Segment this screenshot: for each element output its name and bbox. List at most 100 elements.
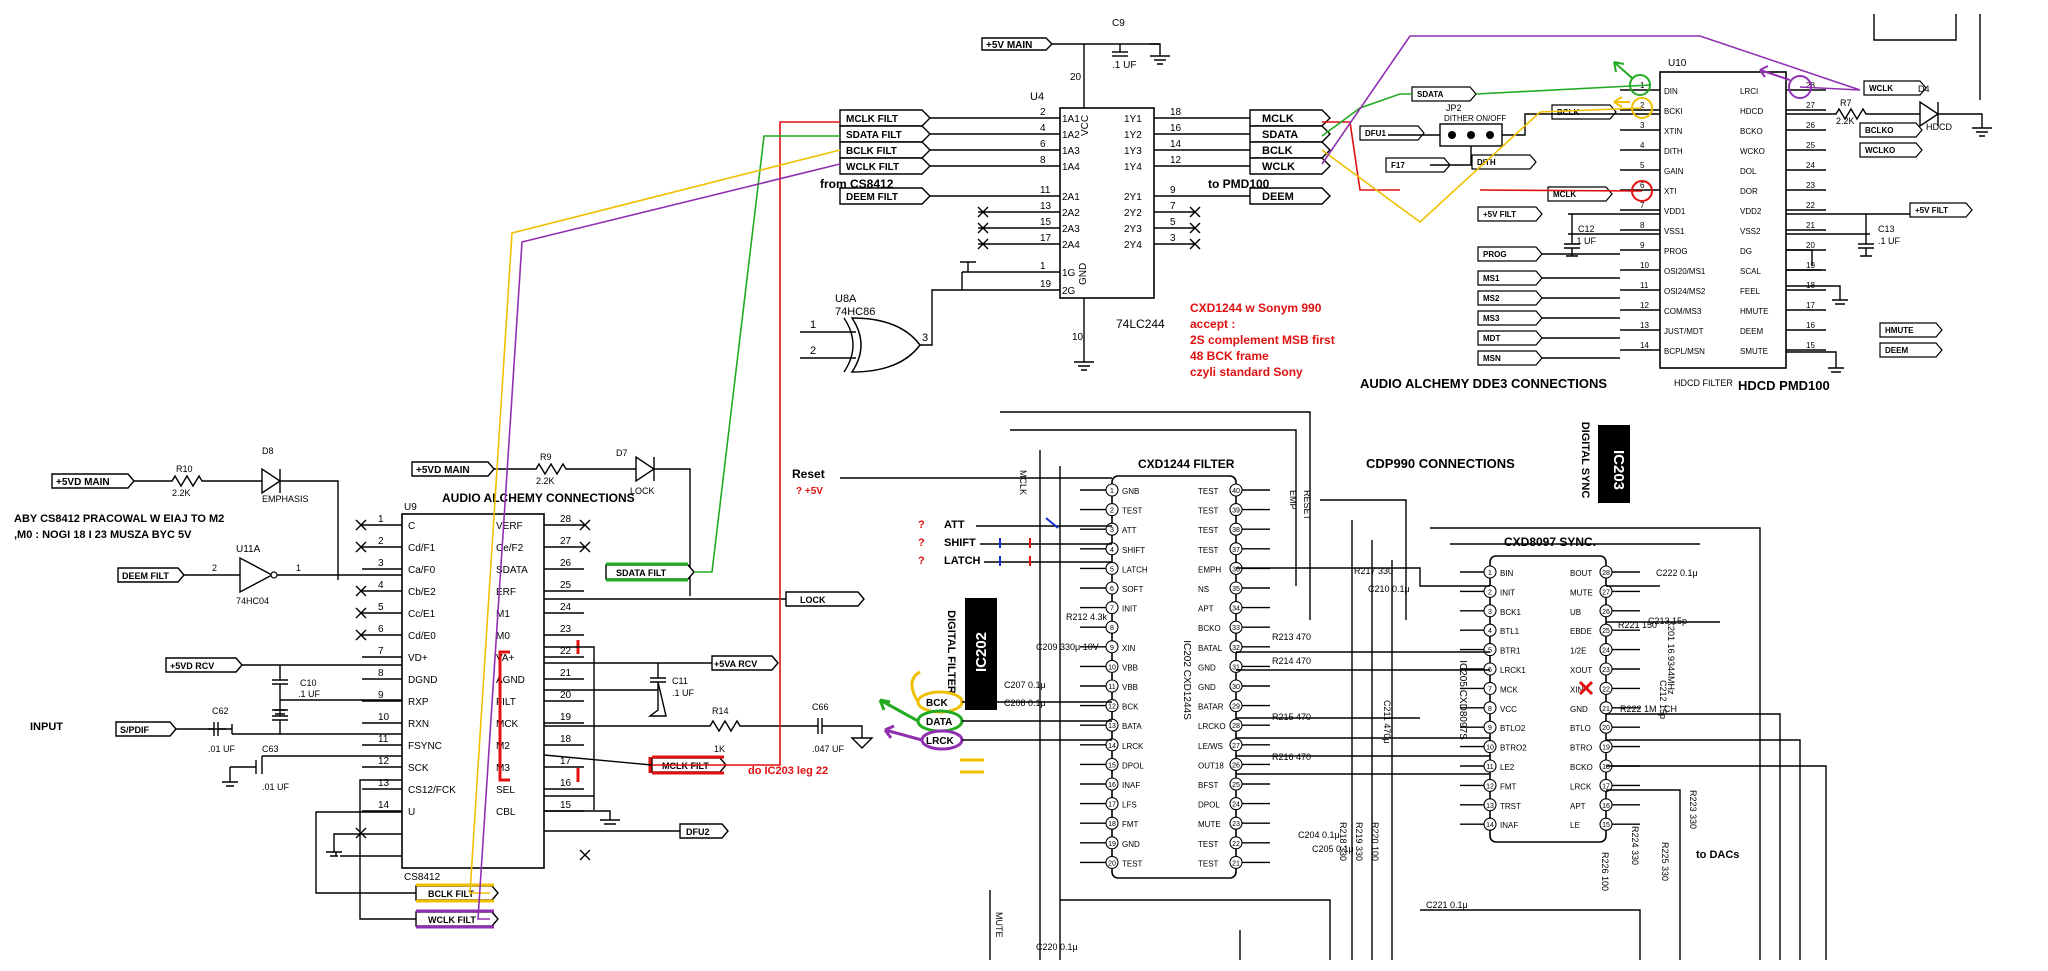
shift-label: SHIFT — [944, 537, 976, 549]
cxd8097-pin-name-right: APT — [1570, 802, 1586, 811]
cdp-part-label: R213 470 — [1272, 632, 1311, 642]
u4-pin-name-left: 2A1 — [1062, 192, 1080, 203]
cs8412-pin-num-left: 6 — [378, 624, 384, 635]
pmd100-pin-name-right: VDD2 — [1740, 207, 1762, 216]
pmd100-pin-num-right: 26 — [1806, 121, 1815, 130]
d8-ref: D8 — [262, 446, 274, 456]
cdp-part-label: C212 15p — [1658, 680, 1668, 719]
cs8412-pin-name-left: Cd/E0 — [408, 631, 436, 642]
u8a-pin2: 2 — [810, 345, 816, 357]
cxd1244-pin-name-left: VBB — [1122, 683, 1138, 692]
cxd1244-pin-name-right: BCKO — [1198, 624, 1221, 633]
cxd8097-pin-name-right: BTLO — [1570, 724, 1591, 733]
u4-pin-name-right: 1Y3 — [1124, 146, 1142, 157]
u4-gnd-pin: 10 — [1072, 332, 1084, 343]
cdp-part-label: R223 330 — [1688, 790, 1698, 829]
pmd100-pin-name-left: XTIN — [1664, 127, 1682, 136]
r7-ref: R7 — [1840, 98, 1852, 108]
cxd1244-pin-name-left: SHIFT — [1122, 546, 1145, 555]
pmd100-pin-name-left: BCPL/MSN — [1664, 347, 1705, 356]
ic202-badge — [965, 598, 997, 710]
pmd100-pin-name-right: LRCI — [1740, 87, 1758, 96]
c66-ref: C66 — [812, 702, 829, 712]
data-label: DATA — [926, 717, 952, 728]
u8a-xor-gate: U8A 74HC86 1 2 3 — [800, 272, 963, 373]
u4-pin-num-left: 4 — [1040, 123, 1046, 134]
cs8412-pin-num-left: 3 — [378, 558, 384, 569]
u4-out-tag: SDATA — [1262, 129, 1298, 141]
cxd1244-pin-num-right: 25 — [1232, 782, 1240, 789]
cxd8097-pin-name-right: EBDE — [1570, 627, 1592, 636]
ic203-desc: DIGITAL SYNC — [1579, 422, 1591, 499]
cdp-part-label: R224 330 — [1630, 826, 1640, 865]
cs8412-pin-name-right: M0 — [496, 631, 510, 642]
u11a-part: 74HC04 — [236, 596, 269, 606]
cxd8097-pin-num-right: 16 — [1602, 803, 1610, 810]
pmd100-pin-num-left: 14 — [1640, 341, 1649, 350]
cxd1244-pin-num-right: 35 — [1232, 586, 1240, 593]
cxd1244-pin-name-right: TEST — [1198, 840, 1219, 849]
pmd100-pin-name-right: HDCD — [1740, 107, 1763, 116]
cxd1244-pin-num-left: 14 — [1108, 743, 1116, 750]
cxd1244-pin-name-right: DPOL — [1198, 801, 1220, 810]
pmd-right-tag: HMUTE — [1885, 326, 1914, 335]
pmd100-pin-num-left: 10 — [1640, 261, 1649, 270]
cxd1244-pin-num-right: 22 — [1232, 841, 1240, 848]
pmd100-pin-name-right: SCAL — [1740, 267, 1761, 276]
jp2-ref: JP2 — [1446, 103, 1462, 113]
c62-ref: C62 — [212, 706, 229, 716]
tag-5vd-main-2: +5VD MAIN — [416, 465, 470, 476]
r14-val: 1K — [714, 744, 725, 754]
u4-pin-num-right: 18 — [1170, 107, 1182, 118]
cxd1244-pin-name-left: TEST — [1122, 507, 1143, 516]
cs8412-pin-name-right: VA+ — [496, 653, 515, 664]
pmd-left-tag: MS3 — [1483, 314, 1500, 323]
note-line-2: accept : — [1190, 317, 1235, 331]
cxd1244-pin-num-left: 12 — [1108, 704, 1116, 711]
cxd1244-pin-name-left: INIT — [1122, 605, 1137, 614]
u4-vcc-label: VCC — [1080, 115, 1091, 136]
cxd1244-pin-num-left: 2 — [1110, 508, 1114, 515]
pmd100-block: U10 HDCD FILTER HDCD PMD100 AUDIO ALCHEM… — [1360, 58, 1830, 393]
pmd100-pin-name-left: BCKI — [1664, 107, 1683, 116]
u4-pin-name-left: 1A3 — [1062, 146, 1080, 157]
cdp-part-label: C210 0.1μ — [1368, 584, 1410, 594]
tag-5vd-main-1: +5VD MAIN — [56, 477, 110, 488]
cxd8097-pin-name-right: LE — [1570, 821, 1580, 830]
cxd1244-pin-num-right: 26 — [1232, 762, 1240, 769]
cs8412-pin-name-left: RXN — [408, 719, 429, 730]
cxd1244-pin-num-left: 13 — [1108, 723, 1116, 730]
u4-gnd-label: GND — [1078, 263, 1089, 285]
pmd100-pin-name-left: JUST/MDT — [1664, 327, 1704, 336]
u4-part: 74LC244 — [1116, 317, 1165, 331]
colored-wires — [469, 35, 1861, 920]
note-eiaj-1: ABY CS8412 PRACOWAL W EIAJ TO M2 — [14, 513, 224, 525]
pmd-right-tag: WCLK — [1869, 84, 1893, 93]
u4-pin-name-left: 1A1 — [1062, 114, 1080, 125]
cxd8097-pin-num-left: 7 — [1488, 686, 1492, 693]
u4-out-tag: WCLK — [1262, 161, 1295, 173]
cdp-part-label: R225 330 — [1660, 842, 1670, 881]
u8a-pin3: 3 — [922, 332, 928, 344]
cxd8097-pin-num-right: 15 — [1602, 822, 1610, 829]
jp2-label: DITHER ON/OFF — [1444, 114, 1506, 123]
u4-pin-num-left: 8 — [1040, 155, 1046, 166]
note-eiaj-2: ,M0 : NOGI 18 I 23 MUSZA BYC 5V — [14, 529, 192, 541]
ic203-badge — [1598, 425, 1630, 503]
tag-lock: LOCK — [800, 595, 826, 605]
cxd8097-pin-name-left: MCK — [1500, 685, 1518, 694]
reset-q: ? +5V — [796, 486, 823, 497]
pmd-left-tag: MDT — [1483, 334, 1500, 343]
cxd1244-pin-num-right: 23 — [1232, 821, 1240, 828]
cxd1244-pin-name-left: ATT — [1122, 526, 1137, 535]
cs8412-pin-name-left: FSYNC — [408, 741, 442, 752]
cs8412-block: U9 CS8412 AUDIO ALCHEMY CONNECTIONS C1Cd… — [355, 491, 635, 883]
cs8412-pin-name-right: M2 — [496, 741, 510, 752]
r7-val: 2.2K — [1836, 116, 1855, 126]
cs8412-pin-name-right: SDATA — [496, 565, 528, 576]
cs8412-pin-num-left: 7 — [378, 646, 384, 657]
cs8412-pin-name-right: FILT — [496, 697, 516, 708]
cxd8097-pin-num-left: 2 — [1488, 589, 1492, 596]
cs8412-pin-num-left: 11 — [378, 734, 389, 745]
